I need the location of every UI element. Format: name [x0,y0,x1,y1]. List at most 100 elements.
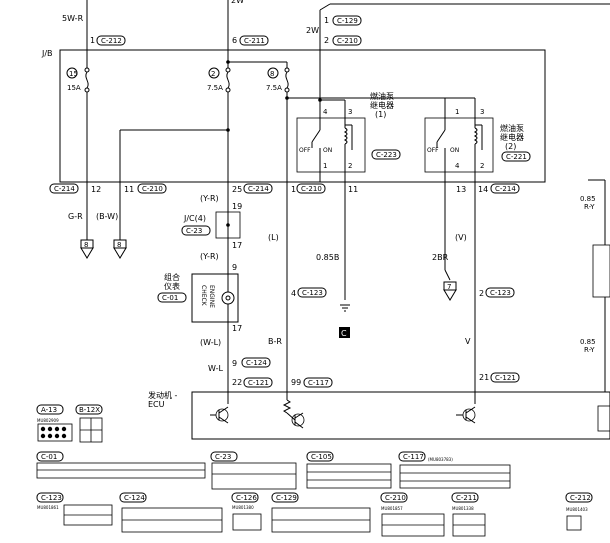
relay-2-label: 燃油泵继电器(2) [500,123,524,151]
svg-text:15A: 15A [67,84,81,92]
fuse-2: 2 7.5A [207,50,231,93]
jb-label: J/B [41,49,53,58]
wire-2w: 2W [306,26,319,35]
legend-c117: C-117 (MU803783) [398,451,511,489]
svg-text:C-210: C-210 [337,37,358,45]
c123-pin-4: 4 [291,289,296,298]
fuel-pump-relay-1: 4 3 OFF ON 1 2 燃油泵继电器(1) C-223 [296,91,401,182]
c123-pin-2: 2 [479,289,484,298]
wire-wl-1: (W-L) [200,338,221,347]
svg-text:C-129: C-129 [337,17,358,25]
svg-text:C-124: C-124 [124,494,145,502]
fuse-15: 15 15A [66,50,90,108]
top-wires [86,0,610,50]
svg-text:C-123: C-123 [490,289,511,297]
jb-internal-wiring [86,50,476,182]
svg-text:25: 25 [232,185,242,194]
junction-connector-4: J/C(4) C-23 19 17 [181,200,242,250]
svg-text:C-01: C-01 [162,294,178,302]
c124-pin: 9 [232,359,237,368]
connector-tag-c117: C-117 [303,377,333,388]
svg-text:组合仪表: 组合仪表 [164,272,180,291]
svg-text:ON: ON [450,147,459,154]
svg-text:8: 8 [270,70,274,78]
svg-text:MU801338: MU801338 [452,506,474,511]
svg-text:3: 3 [480,108,484,116]
svg-text:发动机 -ECU: 发动机 -ECU [148,390,178,409]
svg-text:C-01: C-01 [41,453,57,461]
wire-2br: 2BR [432,253,449,262]
legend-b12x: B-12X [75,404,103,443]
fuel-pump-relay-2: 1 3 OFF ON 4 2 燃油泵继电器(2) C-221 [424,108,531,182]
svg-text:8: 8 [84,241,88,249]
connector-tag-c211: C-211 [239,35,269,46]
svg-text:OFF: OFF [299,147,311,154]
svg-text:11: 11 [124,185,134,194]
c117-pin-99: 99 [291,378,301,387]
svg-text:C-126: C-126 [236,494,257,502]
svg-text:C-212: C-212 [570,494,591,502]
svg-text:2: 2 [348,162,352,170]
svg-text:15: 15 [69,70,78,78]
svg-text:14: 14 [478,185,488,194]
wire-yr-2: (Y-R) [200,252,219,261]
svg-text:4: 4 [323,108,328,116]
svg-text:C-223: C-223 [376,151,397,159]
svg-text:C-214: C-214 [248,185,269,193]
engine-ecu: 发动机 -ECU [148,390,610,440]
svg-text:C-121: C-121 [495,374,516,382]
wire-2w-top: 2W [231,0,244,5]
svg-text:C-214: C-214 [495,185,516,193]
lower-wires [86,182,476,398]
legend-c124: C-124 [119,492,223,533]
connector-tag-c129-top: C-129 [332,15,362,26]
legend-c210: C-210 MU801857 [380,492,445,537]
svg-text:3: 3 [348,108,352,116]
svg-text:C-129: C-129 [276,494,297,502]
svg-text:MU801403: MU801403 [566,507,588,512]
svg-text:19: 19 [232,202,242,211]
wire-wl-2: W-L [208,364,223,373]
svg-text:C-117: C-117 [308,379,329,387]
svg-text:MU802909: MU802909 [37,418,59,423]
svg-text:C-210: C-210 [142,185,163,193]
legend-c23: C-23 [210,451,297,490]
svg-text:C-23: C-23 [215,453,231,461]
ground-e: C [339,304,350,338]
svg-text:17: 17 [232,241,242,250]
wire-gr: G-R [68,212,83,221]
svg-text:MU801857: MU801857 [381,506,403,511]
svg-text:C-212: C-212 [101,37,122,45]
svg-text:17: 17 [232,324,242,333]
svg-text:C-117: C-117 [403,453,424,461]
legend-c129: C-129 [271,492,371,533]
pin-1-c129: 1 [324,16,329,25]
svg-text:13: 13 [456,185,466,194]
svg-text:OFF: OFF [427,147,439,154]
wire-bw: (B-W) [96,212,118,221]
svg-text:4: 4 [455,162,460,170]
svg-text:C: C [341,329,347,338]
svg-text:C-124: C-124 [246,359,267,367]
pin-6-c211: 6 [232,36,237,45]
pin-1-c212: 1 [90,36,95,45]
ground-8-left: 8 [80,239,94,259]
legend-c105: C-105 [306,451,392,489]
svg-text:11: 11 [348,185,358,194]
svg-text:1: 1 [291,185,296,194]
jb-bottom-connectors: C-214 12 11 C-210 25 C-214 1 C-210 11 13… [49,183,520,194]
combination-meter: 组合仪表 C-01 CHECK ENGINE 17 [157,262,242,334]
svg-text:ON: ON [323,147,332,154]
connector-tag-c123-b: C-123 [485,287,515,298]
wire-br: B-R [268,337,282,346]
junction-block [59,49,546,183]
svg-text:C-105: C-105 [311,453,332,461]
svg-text:8: 8 [117,241,121,249]
svg-text:1: 1 [455,108,459,116]
connector-tag-c121-a: C-121 [243,377,273,388]
wire-v-2: V [465,337,471,346]
svg-text:C-214: C-214 [54,185,75,193]
